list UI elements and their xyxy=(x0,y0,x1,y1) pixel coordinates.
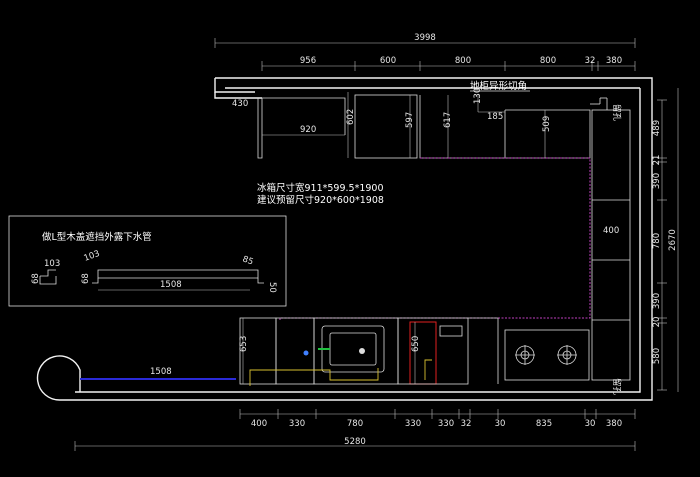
dim-bottom-seg-9: 30 xyxy=(585,419,596,429)
stove xyxy=(504,329,590,381)
dim-bottom-seg-4: 330 xyxy=(405,419,421,429)
dim-top-seg-1: 956 xyxy=(300,56,316,66)
dim-right-400: 400 xyxy=(603,226,619,236)
dim-bottom-seg-8: 835 xyxy=(536,419,552,429)
lower-cabinet-run: 653 650 xyxy=(239,317,590,386)
dim-bottom-seg-2: 330 xyxy=(289,419,305,429)
detail-dim-103b: 103 xyxy=(83,249,102,264)
dim-top-seg-2: 600 xyxy=(380,56,396,66)
dim-bottom-seg-3: 780 xyxy=(347,419,363,429)
dim-top-seg-6: 380 xyxy=(606,56,622,66)
upper-cabinet-run: 430 920 602 597 617 130 185 509 留孔 xyxy=(232,88,622,159)
detail-title: 做L型木盖遮挡外露下水管 xyxy=(42,231,152,243)
dim-right-seg-5: 390 xyxy=(652,293,662,309)
dim-597: 597 xyxy=(405,112,415,128)
dim-617: 617 xyxy=(443,112,453,128)
dim-top-seg-5: 32 xyxy=(585,56,596,66)
dim-right-total: 2670 xyxy=(668,229,678,251)
detail-dim-85: 85 xyxy=(241,254,255,267)
dim-509: 509 xyxy=(542,116,552,132)
detail-dim-1508: 1508 xyxy=(160,280,182,290)
dim-bottom-total: 5280 xyxy=(344,437,366,447)
dim-bottom-seg-10: 380 xyxy=(606,419,622,429)
dim-right-seg-6: 20 xyxy=(652,317,662,328)
dim-right-seg-7: 580 xyxy=(652,348,662,364)
right-cabinet-run: 400 留孔 xyxy=(591,109,631,396)
fridge-reserve-note: 建议预留尺寸920*600*1908 xyxy=(257,194,384,206)
gap-label-bottom: 留孔 xyxy=(611,378,622,396)
dim-top-seg-4: 800 xyxy=(540,56,556,66)
gap-label-top: 留孔 xyxy=(611,104,622,122)
dim-1508-plan: 1508 xyxy=(150,367,172,377)
dim-185: 185 xyxy=(487,112,503,122)
detail-dim-68: 68 xyxy=(31,273,41,284)
dim-bottom-seg-7: 30 xyxy=(495,419,506,429)
dim-right-seg-3: 390 xyxy=(652,173,662,189)
dim-bottom-seg-6: 32 xyxy=(461,419,472,429)
bottom-dimension-chain: 400 330 780 330 330 32 30 835 30 380 528… xyxy=(74,409,636,451)
dim-right-seg-1: 489 xyxy=(652,120,662,136)
dim-right-seg-2: 21 xyxy=(652,155,662,166)
countertop-outline xyxy=(279,157,591,320)
dim-653: 653 xyxy=(239,336,249,352)
dim-920: 920 xyxy=(300,125,316,135)
top-dimension-chain: 3998 956 600 800 800 32 380 xyxy=(214,33,636,71)
detail-dim-68b: 68 xyxy=(81,273,91,284)
right-dimension-chain: 489 21 390 780 390 20 580 2670 xyxy=(652,88,679,392)
corner-cut-label: 地柜异形切角 xyxy=(470,80,527,92)
dim-right-seg-4: 780 xyxy=(652,233,662,249)
detail-dim-103: 103 xyxy=(44,259,60,269)
dim-bottom-seg-5: 330 xyxy=(438,419,454,429)
sink-drain-icon xyxy=(359,348,365,354)
dim-bottom-seg-1: 400 xyxy=(251,419,267,429)
room-walls xyxy=(36,77,653,401)
dim-top-seg-3: 800 xyxy=(455,56,471,66)
dim-top-total: 3998 xyxy=(414,33,436,43)
cover-detail-box: 做L型木盖遮挡外露下水管 103 68 1508 103 68 85 50 xyxy=(8,215,287,307)
dim-650: 650 xyxy=(411,336,421,352)
detail-dim-50: 50 xyxy=(267,282,277,293)
pipe-box xyxy=(409,321,437,385)
dim-130: 130 xyxy=(473,88,483,104)
dim-430: 430 xyxy=(232,99,248,109)
dim-602: 602 xyxy=(346,109,356,125)
fridge-size-note: 冰箱尺寸宽911*599.5*1900 xyxy=(257,182,384,194)
